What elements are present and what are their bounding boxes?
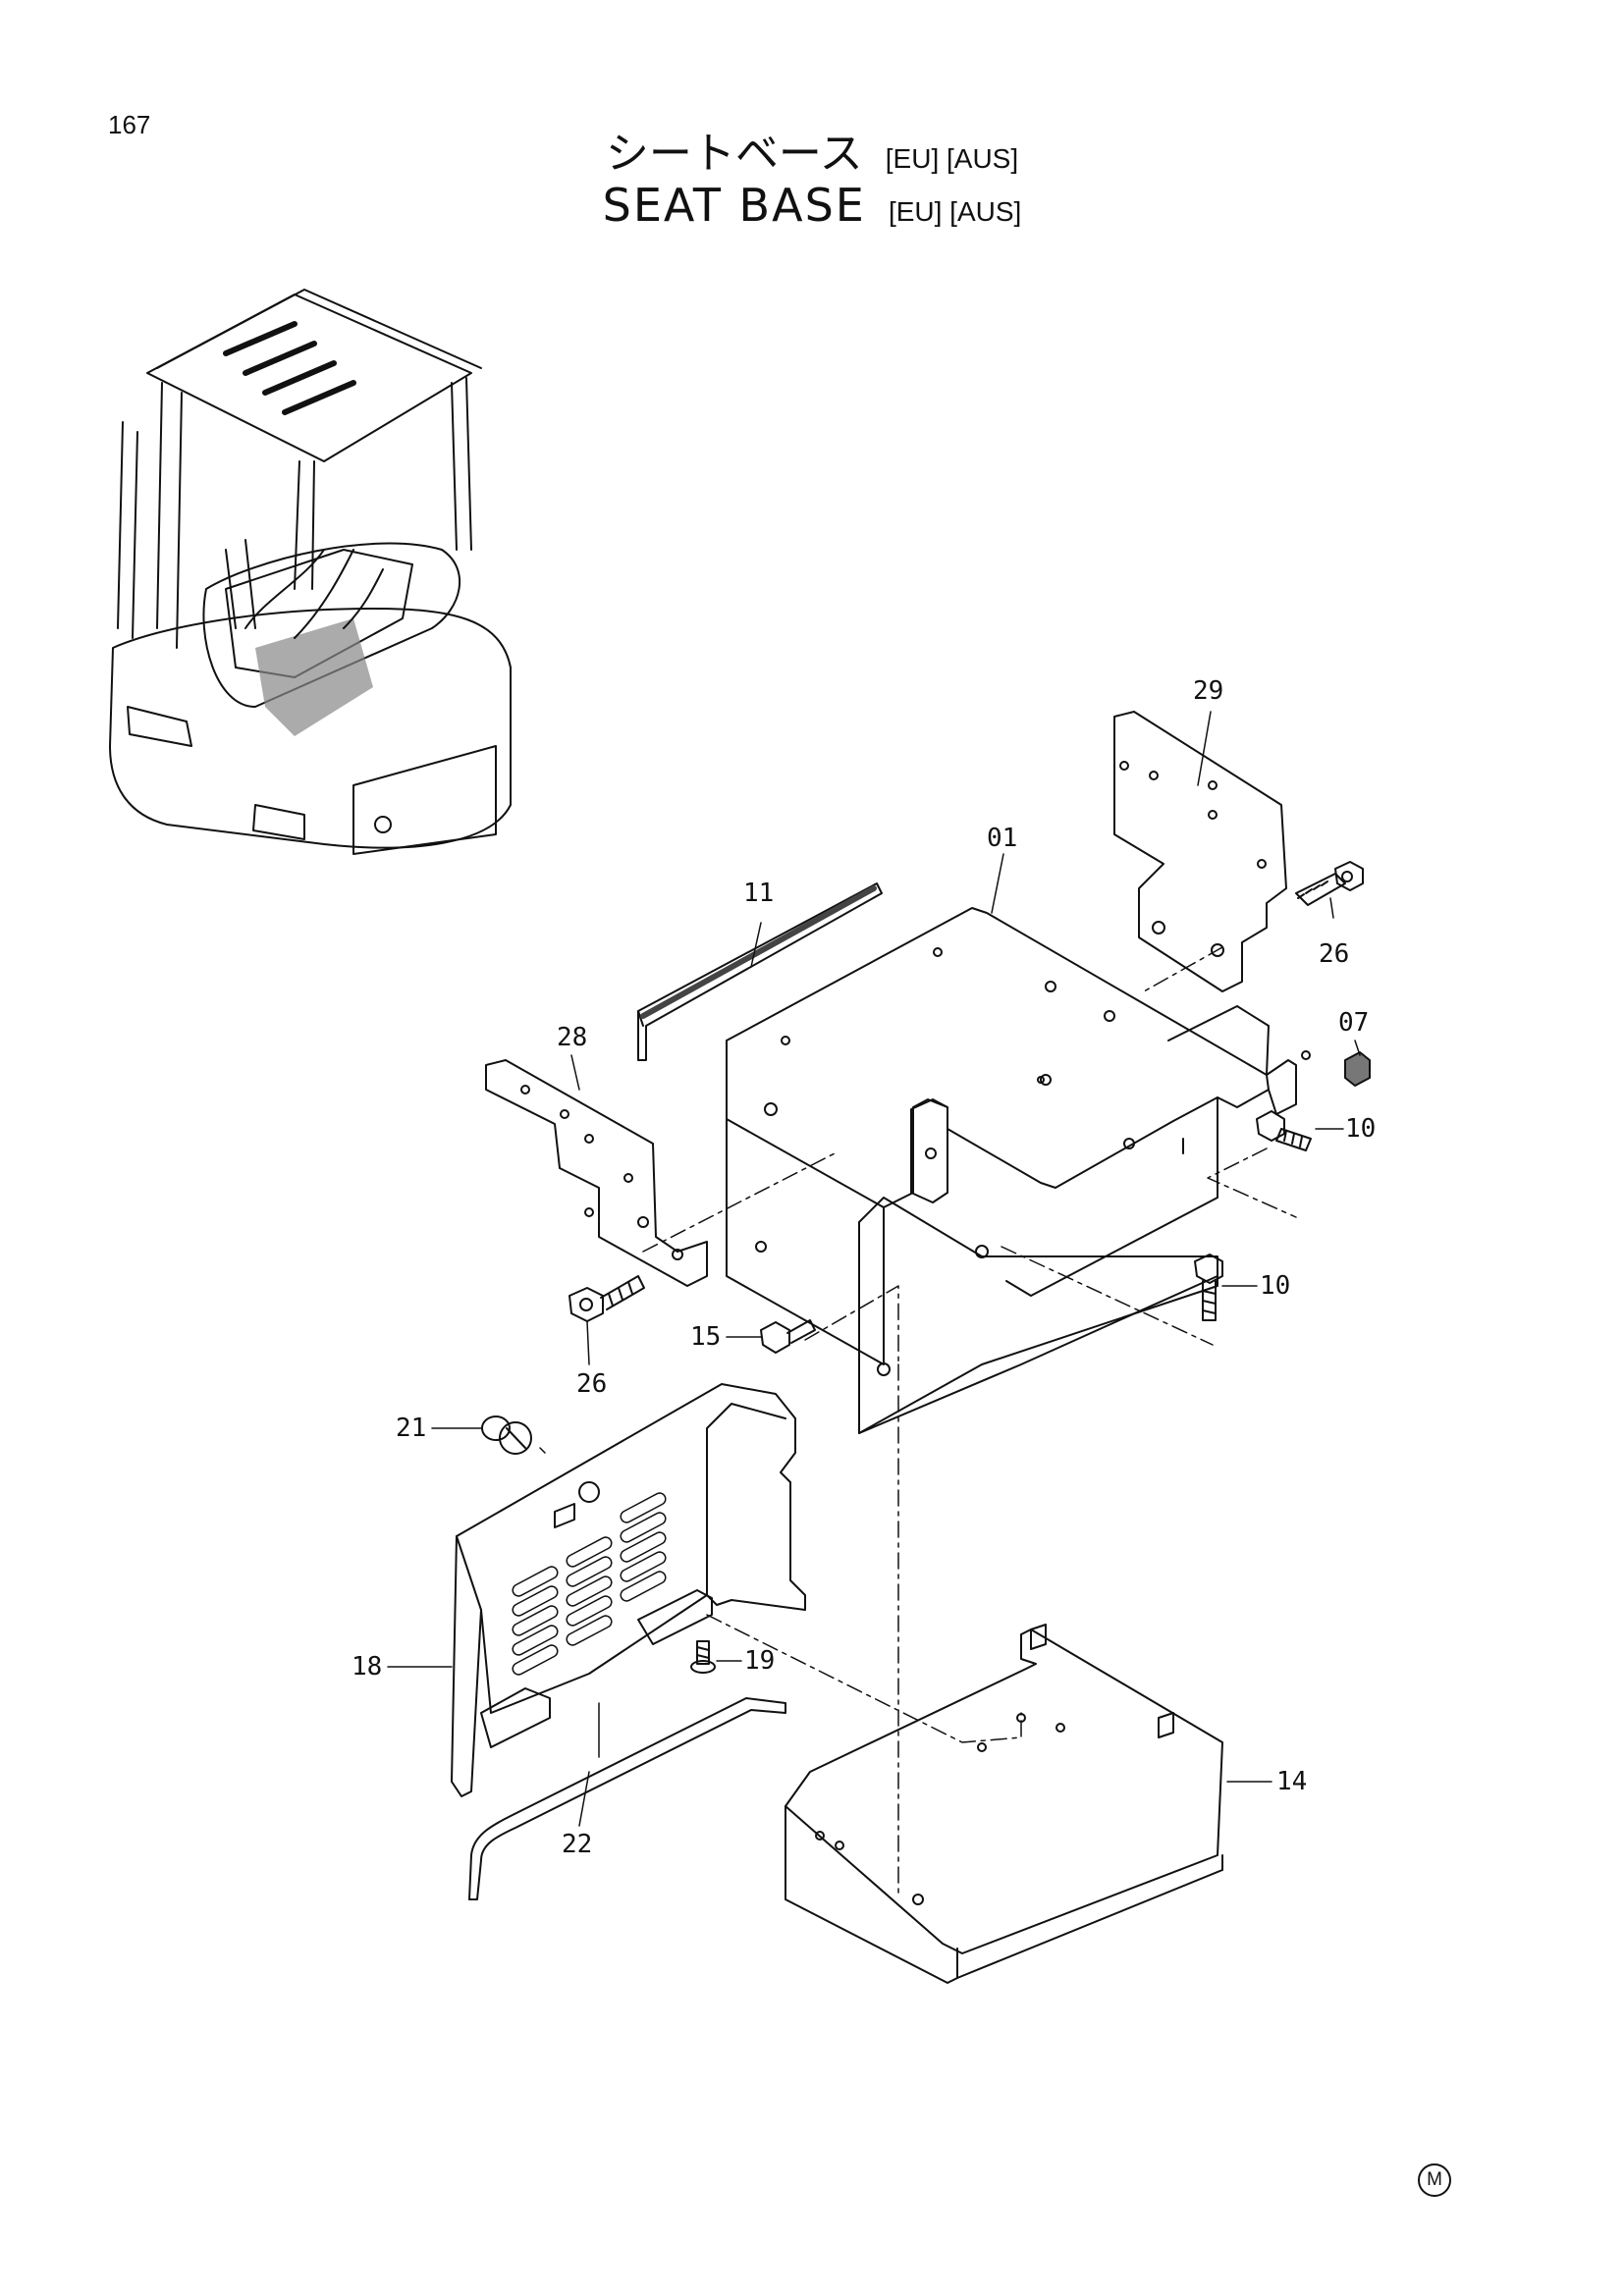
callout-29: 29 [1193, 676, 1223, 706]
part-18-cover [451, 1383, 806, 1797]
callout-21: 21 [396, 1414, 426, 1443]
callout-22: 22 [562, 1830, 592, 1859]
callout-14: 14 [1276, 1767, 1307, 1796]
part-19-screw [690, 1640, 716, 1674]
callout-labels: 29 01 11 26 07 28 10 10 26 15 21 19 18 2… [352, 676, 1376, 1859]
part-26-bolt-upper [1295, 861, 1364, 906]
part-10-bolt-lower [1194, 1254, 1223, 1321]
part-07-cushion [1344, 1051, 1371, 1087]
model-mark-circle: M [1418, 2163, 1451, 2197]
leader-lines [387, 711, 1361, 1827]
part-26-bolt-lower [568, 1275, 645, 1322]
callout-11: 11 [743, 879, 774, 908]
callout-28: 28 [557, 1023, 587, 1052]
callout-26-lower: 26 [576, 1369, 607, 1399]
part-01-seat-base-frame [726, 907, 1311, 1365]
callout-07: 07 [1338, 1008, 1369, 1038]
callout-01: 01 [987, 824, 1017, 853]
part-28-bracket-left [485, 1059, 708, 1287]
title-japanese-line: シートベース [EU] [AUS] [0, 129, 1624, 180]
part-14-tray [785, 1624, 1223, 1984]
vent-slots [512, 1492, 667, 1676]
part-29-bracket-right [1113, 711, 1287, 992]
callout-18: 18 [352, 1652, 382, 1682]
title-english: SEAT BASE [602, 178, 866, 232]
part-15-bolt [760, 1319, 816, 1354]
title-region-tag-en: [EU] [AUS] [888, 195, 1022, 227]
callout-15: 15 [690, 1322, 721, 1352]
part-11-seal-strip [637, 882, 883, 1061]
excavator-overview-drawing [109, 289, 512, 855]
title-english-line: SEAT BASE [EU] [AUS] [0, 178, 1624, 232]
alignment-lines [539, 946, 1297, 1896]
callout-26-upper: 26 [1319, 939, 1349, 969]
part-10-bolt-upper [1256, 1110, 1312, 1151]
callout-10-upper: 10 [1345, 1114, 1376, 1144]
title-block: シートベース [EU] [AUS] SEAT BASE [EU] [AUS] [0, 129, 1624, 232]
part-22-seal [468, 1697, 786, 1900]
part-21-knob [481, 1415, 532, 1455]
callout-19: 19 [744, 1646, 775, 1676]
callout-10-lower: 10 [1260, 1271, 1290, 1301]
title-region-tag-jp: [EU] [AUS] [885, 143, 1019, 174]
page-number: 167 [108, 110, 151, 139]
title-japanese: シートベース [605, 129, 863, 179]
